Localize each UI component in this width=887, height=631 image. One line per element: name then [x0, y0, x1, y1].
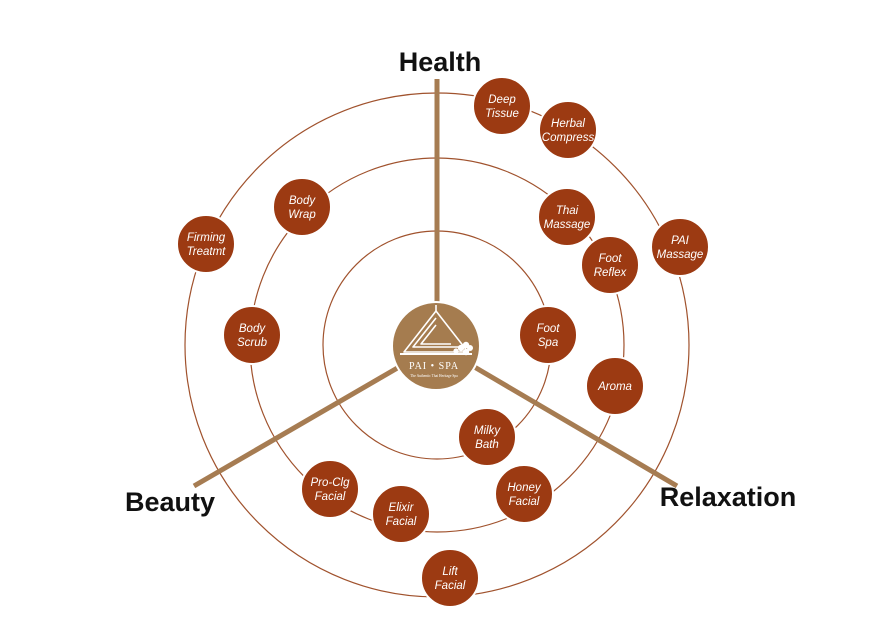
flower-icon [453, 341, 473, 356]
treatment-node-circle [300, 459, 360, 519]
treatment-label: Spa [538, 337, 558, 349]
treatment-node-circle [371, 484, 431, 544]
treatment-node-circle [494, 464, 554, 524]
logo-tagline: The Authentic Thai Heritage Spa [410, 374, 458, 378]
treatment-node-circle [580, 235, 640, 295]
treatment-node-circle [222, 305, 282, 365]
treatment-label: Thai [556, 205, 579, 217]
treatment-node-circle [272, 177, 332, 237]
treatment-label: Body [239, 323, 266, 335]
treatment-label: Deep [488, 94, 516, 106]
treatment-label: Pro-Clg [311, 477, 351, 489]
treatment-label: Elixir [389, 502, 415, 514]
treatment-label: Compress [542, 132, 595, 144]
treatment-node-circle [176, 214, 236, 274]
treatment-node-pai-massage: PAI Massage [650, 217, 710, 277]
treatment-label: Aroma [597, 381, 632, 393]
treatment-label: Facial [315, 491, 346, 503]
treatment-label: PAI [671, 235, 689, 247]
treatment-label: Facial [386, 516, 417, 528]
treatment-node-circle [585, 356, 645, 416]
treatment-label: Treatmt [187, 246, 227, 258]
relaxation-spoke [435, 342, 679, 489]
treatment-label: Body [289, 195, 316, 207]
axis-label-health: Health [399, 47, 482, 77]
logo-disc [391, 301, 481, 391]
treatment-node-circle [518, 305, 578, 365]
treatment-label: Tissue [485, 108, 519, 120]
treatment-node-circle [538, 100, 598, 160]
treatment-label: Foot [598, 253, 622, 265]
treatment-label: Wrap [288, 209, 316, 221]
treatment-label: Facial [435, 580, 466, 592]
treatment-label: Milky [474, 425, 501, 437]
treatment-nodes: DeepTissueHerbalCompressPAIMassageThaiMa… [176, 76, 710, 608]
treatment-label: Massage [657, 249, 704, 261]
treatment-label: Scrub [237, 337, 268, 349]
beauty-spoke [192, 342, 439, 489]
treatment-node-circle [650, 217, 710, 277]
axis-label-relaxation: Relaxation [660, 482, 797, 512]
axis-labels: Health Beauty Relaxation [125, 47, 796, 517]
treatment-node-circle [420, 548, 480, 608]
treatment-node-circle [537, 187, 597, 247]
axis-label-beauty: Beauty [125, 487, 215, 517]
treatment-node-circle [472, 76, 532, 136]
treatment-label: Massage [544, 219, 591, 231]
treatment-label: Firming [187, 232, 226, 244]
treatment-label: Reflex [594, 267, 628, 279]
treatment-label: Honey [507, 482, 541, 494]
treatment-node-circle [457, 407, 517, 467]
treatment-node-aroma: Aroma [585, 356, 645, 416]
treatment-label: Facial [509, 496, 540, 508]
treatment-label: Herbal [551, 118, 585, 130]
treatment-label: Foot [536, 323, 560, 335]
spokes [192, 79, 679, 489]
temple-roof-icon [400, 305, 472, 355]
center-logo: PAI • SPA The Authentic Thai Heritage Sp… [391, 301, 481, 391]
treatment-label: Bath [475, 439, 499, 451]
treatment-label: Lift [442, 566, 458, 578]
logo-brand: PAI • SPA [409, 361, 459, 372]
